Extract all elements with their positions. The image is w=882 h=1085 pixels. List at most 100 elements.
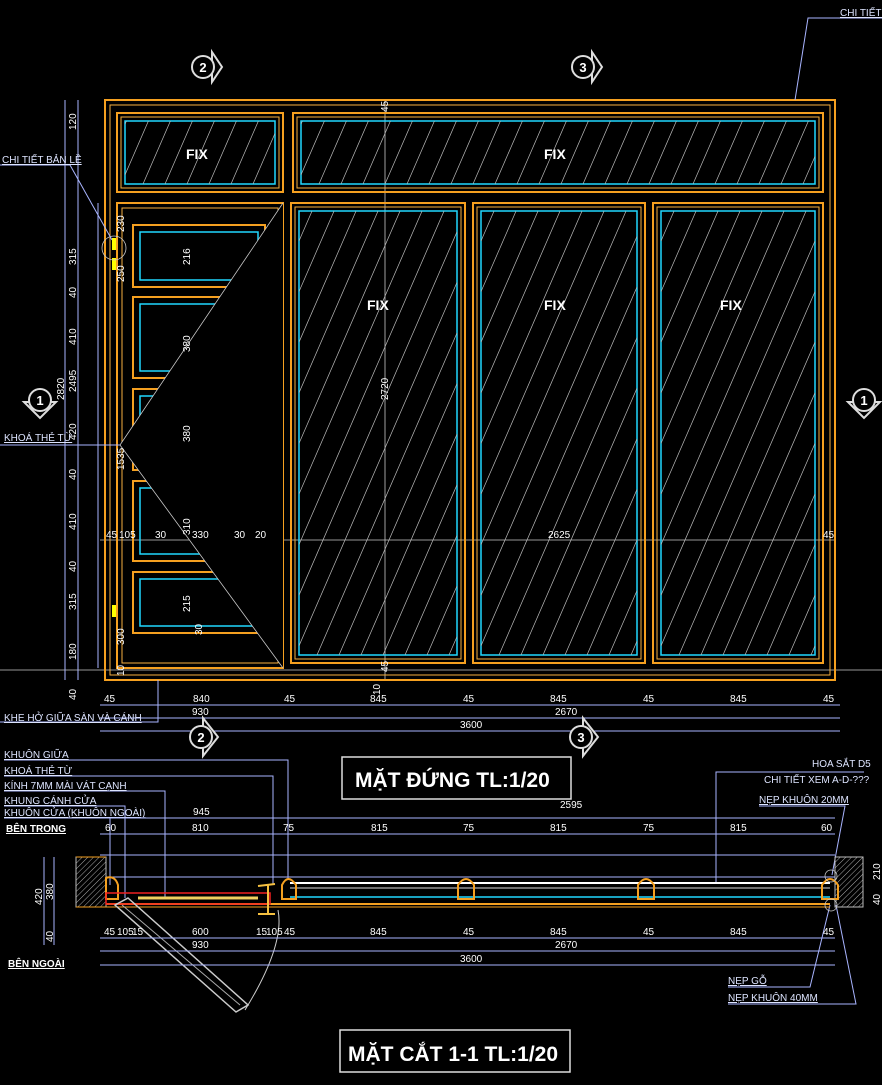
dim-text: 45 bbox=[284, 927, 296, 938]
glass-hatch-line bbox=[124, 120, 127, 125]
glass-hatch-line bbox=[670, 120, 699, 185]
callout-khoa-the-tu: KHOÁ THẺ TỪ bbox=[4, 431, 73, 444]
glass-hatch-line bbox=[480, 210, 517, 292]
glass-hatch-line bbox=[608, 590, 638, 656]
section-labels-right: HOA SẮT D5 CHI TIẾT XEM A-D-??? NẸP KHUÔ… bbox=[715, 757, 871, 1005]
fix-label: FIX bbox=[186, 146, 208, 162]
dim-text: 40 bbox=[68, 688, 79, 700]
grid-bubble-1-right: 1 bbox=[845, 388, 882, 420]
dim-text: 380 bbox=[45, 883, 56, 900]
dim-text: 60 bbox=[821, 823, 833, 834]
dim-text: 3 bbox=[577, 730, 584, 745]
callout-chi-tiet-ban-le: CHI TIẾT BẢN LỀ bbox=[2, 153, 82, 166]
callout-chi-tiet-n: CHI TIẾT N bbox=[840, 6, 882, 19]
door-swing bbox=[113, 897, 280, 1013]
elevation-title-box bbox=[341, 756, 572, 800]
glass-hatch-line bbox=[564, 489, 638, 656]
dim-text: CHI TIẾT XEM A-D-??? bbox=[764, 773, 870, 786]
glass-hatch-line bbox=[560, 120, 589, 185]
left-dimensions: 120 315 40 410 420 40 410 40 315 180 40 … bbox=[56, 113, 127, 700]
dim-text: 180 bbox=[68, 643, 79, 660]
glass-hatch-line bbox=[766, 544, 816, 656]
dim-text: 40 bbox=[68, 468, 79, 480]
dim-text: 845 bbox=[550, 694, 567, 705]
glass-hatch-line bbox=[480, 210, 605, 495]
label: KHOÁ THẺ TỪ bbox=[4, 764, 73, 777]
dim-text: 2820 bbox=[56, 377, 67, 400]
fix-label: FIX bbox=[720, 297, 742, 313]
fixed-panel-3 bbox=[652, 202, 824, 664]
dim-text: 330 bbox=[192, 530, 209, 541]
label: KHUNG CÁNH CỬA bbox=[4, 794, 97, 807]
glass-hatch-line bbox=[316, 332, 458, 656]
dim-text: 1 bbox=[860, 393, 867, 408]
glass-hatch-line bbox=[298, 210, 357, 343]
fix-label: FIX bbox=[367, 297, 389, 313]
fix-label: FIX bbox=[544, 297, 566, 313]
dim-text: 810 bbox=[192, 823, 209, 834]
fixed-panel-1 bbox=[290, 202, 466, 664]
dim-text: 216 bbox=[182, 248, 193, 265]
glass-hatch-line bbox=[382, 484, 458, 656]
dim-text: 930 bbox=[192, 940, 209, 951]
dim-text: 2670 bbox=[555, 707, 578, 718]
mullions bbox=[105, 876, 839, 900]
dim-text: 75 bbox=[643, 823, 655, 834]
dim-text: 20 bbox=[255, 530, 267, 541]
label: KÍNH 7MM MÀI VÁT CẠNH bbox=[4, 779, 127, 792]
inner-horizontal-dims: 45 105 30 330 30 20 2625 45 bbox=[106, 530, 835, 541]
glass-hatch-line bbox=[660, 210, 697, 292]
fixed-panel-2 bbox=[472, 202, 646, 664]
wall-right bbox=[834, 856, 864, 908]
glass-hatch-line bbox=[480, 210, 495, 242]
dim-text: 945 bbox=[193, 807, 210, 818]
dim-text: 845 bbox=[550, 927, 567, 938]
label: KHUÔN CỬA (KHUÔN NGOÀI) bbox=[4, 806, 145, 819]
dim-text: 2 bbox=[197, 730, 204, 745]
dim-text: 845 bbox=[370, 927, 387, 938]
hinge-icon bbox=[112, 238, 116, 250]
elevation-title: MẶT ĐỨNG TL:1/20 bbox=[355, 768, 550, 792]
glass-hatch-line bbox=[626, 120, 655, 185]
dim-text: 10 bbox=[116, 664, 127, 676]
dim-text: 845 bbox=[370, 694, 387, 705]
dim-text: 840 bbox=[193, 694, 210, 705]
door-lock-icon bbox=[257, 883, 276, 915]
glass-hatch-line bbox=[298, 210, 335, 292]
dim-text: 410 bbox=[68, 513, 79, 530]
dim-text: 45 bbox=[463, 694, 475, 705]
glass-hatch-line bbox=[810, 645, 816, 656]
glass-hatch-line bbox=[630, 641, 638, 656]
fix-label: FIX bbox=[544, 146, 566, 162]
dim-text: 45 bbox=[823, 927, 835, 938]
glass-hatch-line bbox=[480, 210, 561, 393]
glass-hatch-line bbox=[480, 210, 627, 545]
dim-text: 315 bbox=[68, 593, 79, 610]
glass-hatch-line bbox=[744, 493, 816, 656]
glass-hatch-line bbox=[538, 120, 567, 185]
glass-hatch-line bbox=[298, 210, 423, 495]
glass-hatch-line bbox=[142, 120, 171, 185]
elevation-view: FIX FIX FIX FIX FIX 120 315 40 410 420 4… bbox=[0, 6, 882, 800]
dim-text: 10 bbox=[372, 683, 383, 695]
glass-hatch-line bbox=[542, 438, 638, 656]
dim-text: 45 bbox=[643, 694, 655, 705]
glass-hatch-line bbox=[692, 120, 721, 185]
glass-hatch-line bbox=[714, 120, 743, 185]
glass-hatch-line bbox=[404, 535, 458, 656]
section-title: MẶT CẮT 1-1 TL:1/20 bbox=[348, 1042, 558, 1066]
glass-hatch-line bbox=[660, 210, 741, 393]
dim-text: 930 bbox=[192, 707, 209, 718]
dim-text: 1535 bbox=[116, 447, 127, 470]
dim-text: HOA SẮT D5 bbox=[812, 757, 871, 770]
center-dims: 45 2720 45 10 bbox=[372, 100, 391, 695]
section-labels-left: KHUÔN GIỮA KHOÁ THẺ TỪ KÍNH 7MM MÀI VÁT … bbox=[4, 748, 289, 970]
door-leaf-section bbox=[105, 892, 271, 905]
ben-ngoai-label: BÊN NGOÀI bbox=[8, 957, 65, 970]
grid-bubble-2-bottom: 2 bbox=[189, 715, 220, 759]
glass-hatching bbox=[124, 120, 816, 656]
dim-text: 30 bbox=[234, 530, 246, 541]
dim-text: 380 bbox=[182, 425, 193, 442]
glass-hatch-line bbox=[426, 585, 458, 656]
glass-hatch-line bbox=[450, 120, 479, 185]
